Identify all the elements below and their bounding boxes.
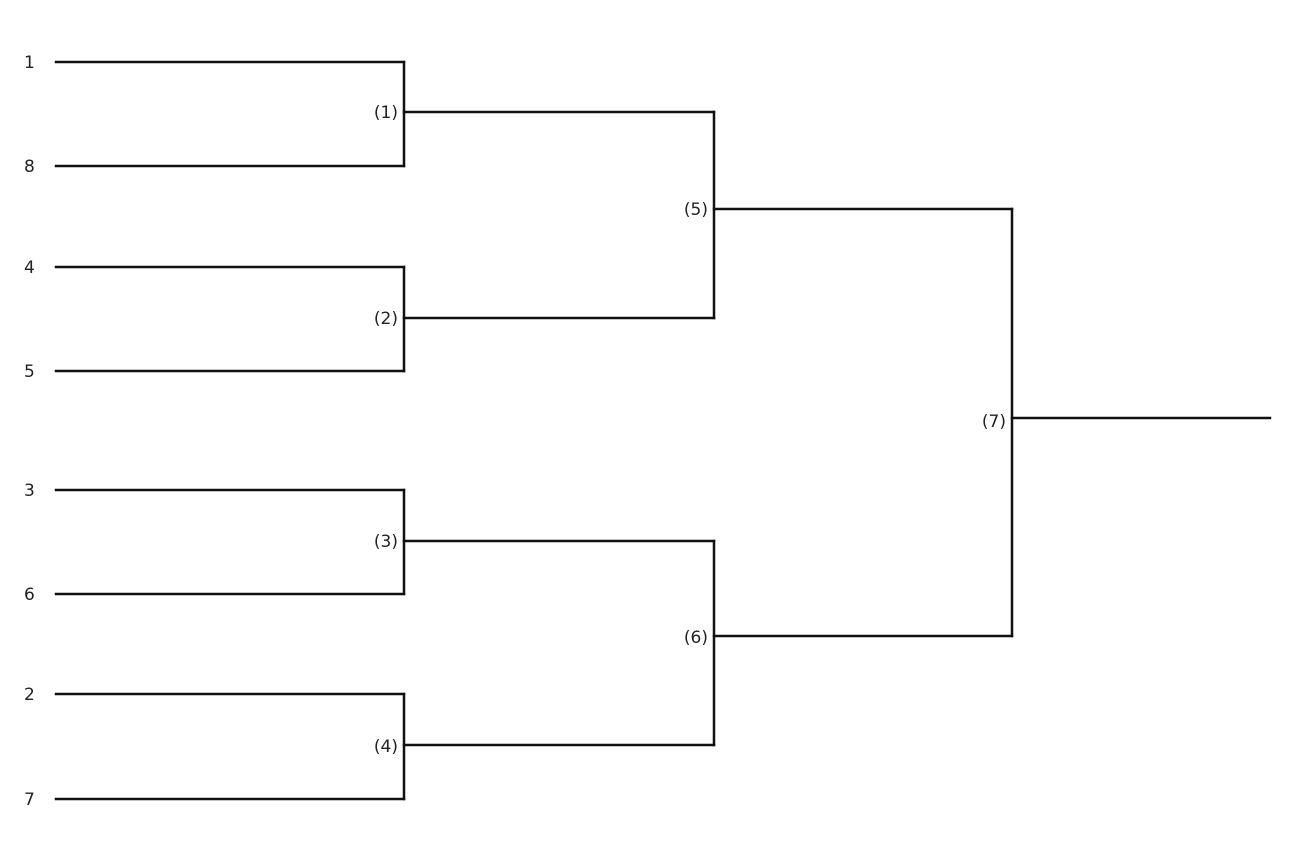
match-label: (3) (374, 532, 398, 552)
final-match: (7) (982, 207, 1272, 638)
seed-label: 5 (24, 362, 35, 382)
match-label: (4) (374, 737, 398, 757)
seed-label: 1 (24, 53, 35, 73)
round-1-matches: (1) (2) (3) (4) (374, 60, 716, 801)
seed-label: 2 (24, 685, 35, 705)
match-label: (1) (374, 103, 398, 123)
seed-label: 3 (24, 481, 35, 501)
round-1-entries: 1 8 4 5 3 6 2 7 (24, 53, 406, 810)
match-label: (6) (684, 628, 708, 648)
seed-label: 4 (24, 258, 35, 278)
match-label: (2) (374, 309, 398, 329)
match-label: (7) (982, 412, 1006, 432)
seed-label: 7 (24, 790, 35, 810)
round-2-matches: (5) (6) (684, 110, 1014, 747)
seed-label: 6 (24, 585, 35, 605)
seed-label: 8 (24, 157, 35, 177)
match-label: (5) (684, 200, 708, 220)
